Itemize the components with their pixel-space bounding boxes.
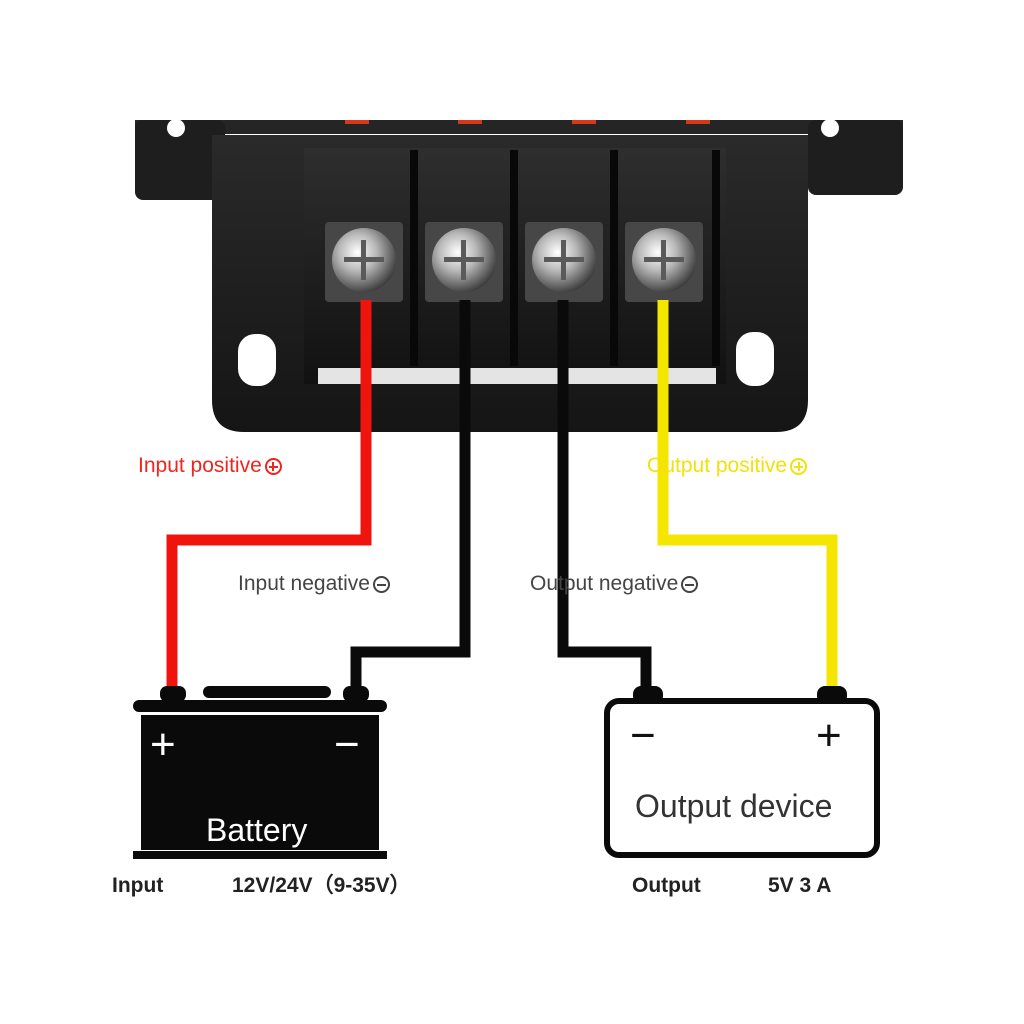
output-spec-value: 5V 3 A <box>768 874 832 897</box>
screw <box>332 228 396 292</box>
input-spec-label: Input <box>112 874 164 897</box>
label-output-negative: Output negative <box>530 572 699 595</box>
battery-top-bar <box>203 686 331 698</box>
wire-input-negative <box>350 300 471 690</box>
plus-circle-icon <box>264 458 282 475</box>
battery-body <box>141 715 379 850</box>
mount-slot-right <box>736 332 774 386</box>
plus-circle-icon <box>790 458 808 475</box>
label-input-negative-text: Input negative <box>238 572 370 595</box>
battery-label: Battery <box>206 812 308 848</box>
flange-hole-right <box>821 119 839 137</box>
label-output-positive: Output positive <box>647 454 808 477</box>
label-output-positive-text: Output positive <box>647 454 788 477</box>
screw <box>432 228 496 292</box>
device-minus-sign: − <box>630 711 656 760</box>
label-input-positive: Input positive <box>138 455 282 476</box>
label-output-negative-text: Output negative <box>530 572 679 595</box>
module-flange-left <box>135 120 225 200</box>
terminal-divider <box>610 150 618 366</box>
battery-lid <box>133 700 387 712</box>
wire-output-negative <box>557 300 652 690</box>
wire-output-positive <box>657 300 838 690</box>
label-input-negative: Input negative <box>238 573 390 594</box>
module-flange-right <box>808 120 903 195</box>
red-indicator-3 <box>572 120 596 124</box>
minus-circle-icon <box>681 576 699 593</box>
battery-minus-sign: − <box>334 720 360 769</box>
battery-base <box>133 851 387 859</box>
label-input-positive-text: Input positive <box>138 454 262 477</box>
red-indicator-4 <box>686 120 710 124</box>
output-device-label: Output device <box>635 788 833 824</box>
output-device <box>604 686 880 858</box>
red-indicator-2 <box>458 120 482 124</box>
input-spec-value: 12V/24V（9-35V） <box>232 874 411 897</box>
mount-slot-left <box>238 334 276 386</box>
battery-plus-sign: + <box>150 720 176 769</box>
terminal-divider <box>712 150 720 366</box>
output-spec-label: Output <box>632 874 701 897</box>
terminal-block-base <box>318 368 716 384</box>
screw <box>632 228 696 292</box>
battery-terminal-negative <box>343 686 369 702</box>
terminal-divider <box>510 150 518 366</box>
screw <box>532 228 596 292</box>
battery-terminal-positive <box>160 686 186 702</box>
converter-module <box>135 119 903 432</box>
minus-circle-icon <box>372 576 390 593</box>
module-top-edge <box>135 120 903 134</box>
wire-input-positive <box>166 300 372 690</box>
battery <box>133 686 387 859</box>
flange-hole-left <box>167 119 185 137</box>
device-plus-sign: + <box>816 711 842 760</box>
red-indicator-1 <box>345 120 369 124</box>
terminal-divider <box>410 150 418 366</box>
device-body <box>604 698 880 858</box>
